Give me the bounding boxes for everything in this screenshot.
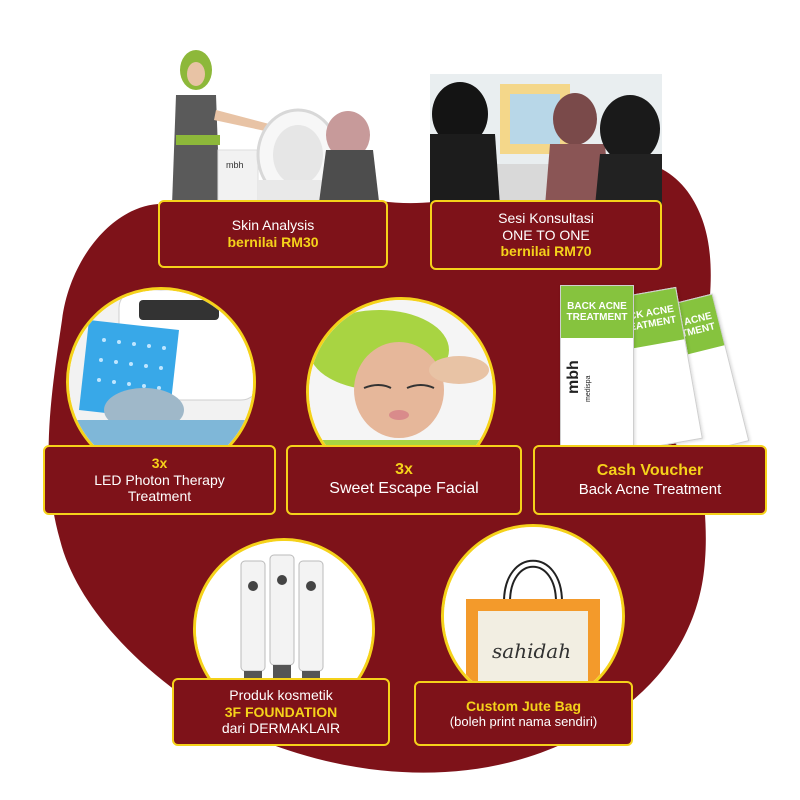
consultation-subtitle: ONE TO ONE bbox=[502, 226, 590, 243]
voucher-card-1-header: BACK ACNE TREATMENT bbox=[561, 286, 633, 338]
voucher-brand-sub: medispa bbox=[585, 375, 592, 402]
machine-logo: mbh bbox=[226, 160, 244, 170]
led-therapy-count: 3x bbox=[151, 455, 168, 472]
foundation-product: 3F FOUNDATION bbox=[224, 703, 338, 720]
foundation-title: Produk kosmetik bbox=[229, 687, 333, 704]
consultation-label: Sesi Konsultasi ONE TO ONE bernilai RM70 bbox=[430, 200, 662, 270]
jute-bag-label: Custom Jute Bag (boleh print nama sendir… bbox=[414, 681, 633, 746]
led-therapy-title: LED Photon Therapy bbox=[94, 471, 225, 488]
voucher-card-1: BACK ACNE TREATMENT mbh medispa bbox=[560, 285, 634, 447]
facial-title: Sweet Escape Facial bbox=[329, 480, 479, 497]
foundation-brand: dari DERMAKLAIR bbox=[221, 720, 341, 737]
voucher-title: Cash Voucher bbox=[596, 461, 704, 479]
consultation-value: bernilai RM70 bbox=[500, 243, 592, 260]
skin-analysis-title: Skin Analysis bbox=[231, 217, 315, 234]
jute-bag-subtitle: (boleh print nama sendiri) bbox=[449, 714, 598, 730]
led-therapy-label: 3x LED Photon Therapy Treatment bbox=[43, 445, 276, 515]
facial-label: 3x Sweet Escape Facial bbox=[286, 445, 522, 515]
voucher-subtitle: Back Acne Treatment bbox=[578, 480, 722, 498]
skin-analysis-label: Skin Analysis bernilai RM30 bbox=[158, 200, 388, 268]
consultation-photo bbox=[430, 74, 662, 206]
skin-analysis-value: bernilai RM30 bbox=[227, 234, 319, 250]
jute-bag-title: Custom Jute Bag bbox=[465, 697, 582, 714]
facial-count: 3x bbox=[395, 461, 413, 479]
bag-print-text: sahidah bbox=[492, 639, 572, 663]
foundation-label: Produk kosmetik 3F FOUNDATION dari DERMA… bbox=[172, 678, 390, 746]
led-therapy-subtitle: Treatment bbox=[127, 488, 192, 505]
voucher-label: Cash Voucher Back Acne Treatment bbox=[533, 445, 767, 515]
consultation-title: Sesi Konsultasi bbox=[498, 210, 594, 227]
jute-bag-circle: sahidah bbox=[441, 524, 625, 708]
skin-analysis-photo: mbh bbox=[158, 40, 380, 210]
voucher-brand: mbh bbox=[565, 360, 582, 394]
